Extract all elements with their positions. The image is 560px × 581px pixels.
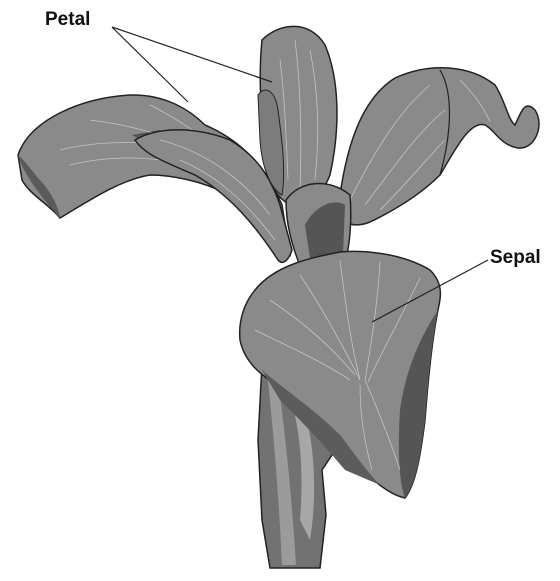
center-column bbox=[285, 182, 352, 267]
left-petal-dark-edge bbox=[18, 155, 60, 218]
petal-leader-line-2 bbox=[111, 26, 189, 103]
leader-lines bbox=[111, 26, 489, 323]
front-left-petal bbox=[133, 129, 293, 263]
sepal bbox=[238, 250, 442, 499]
sepal-leader-line bbox=[371, 259, 489, 323]
petal-label: Petal bbox=[45, 9, 91, 30]
right-petal-fold bbox=[439, 69, 451, 176]
right-petal bbox=[337, 67, 540, 226]
center-column-shadow bbox=[305, 202, 345, 258]
sepal-underside-shadow bbox=[262, 370, 380, 485]
stem-highlight bbox=[268, 380, 296, 565]
sepal-dark-edge bbox=[398, 310, 438, 498]
stem-highlight-2 bbox=[290, 395, 315, 540]
sepal-label: Sepal bbox=[490, 247, 541, 268]
upright-petal-inner bbox=[257, 89, 285, 196]
front-left-petal-shape bbox=[133, 129, 293, 263]
petal-leader-line-1 bbox=[111, 26, 273, 83]
upright-petal bbox=[257, 25, 338, 207]
